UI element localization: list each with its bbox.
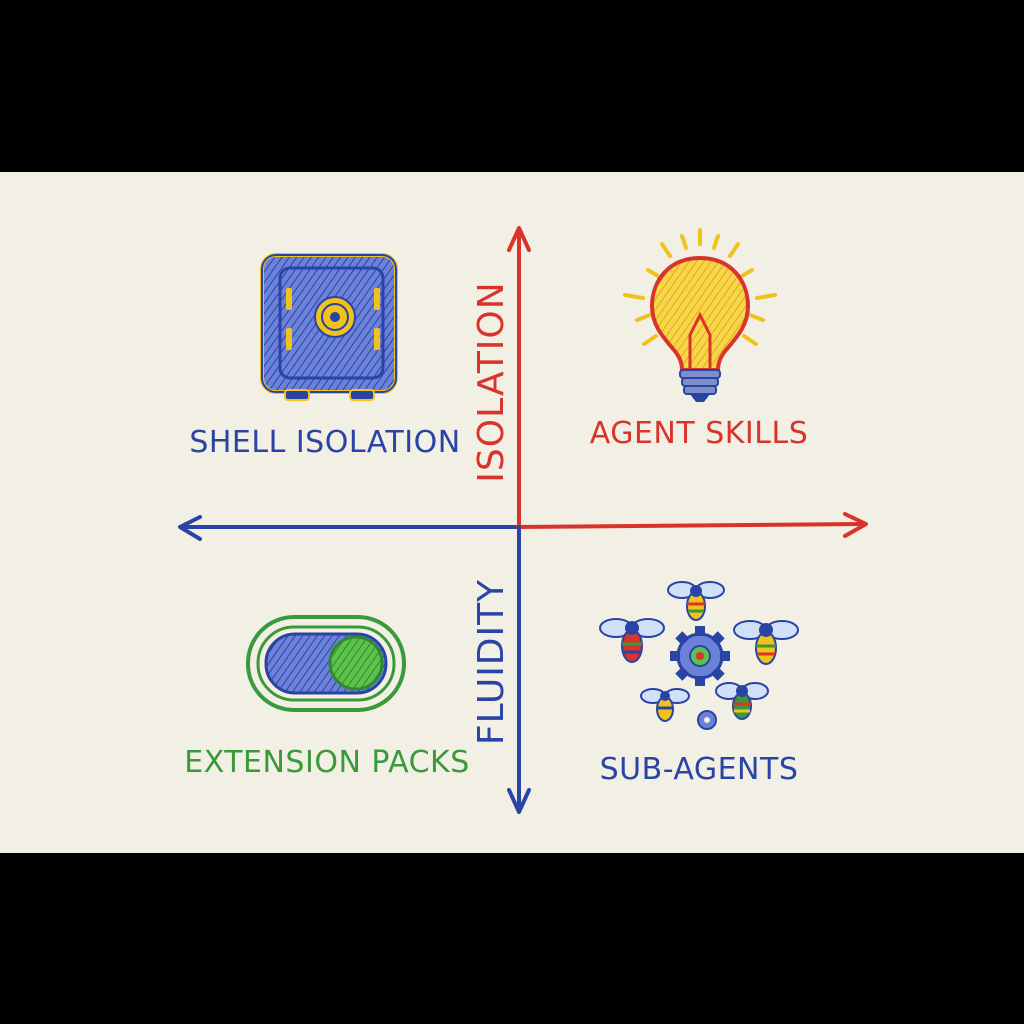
down-arrow-head — [507, 788, 531, 814]
sub-agents-label: SUB-AGENTS — [600, 752, 799, 787]
bee-icon — [715, 682, 769, 720]
horizontal-axis — [178, 512, 868, 541]
extension-packs-label: EXTENSION PACKS — [184, 745, 470, 780]
left-arrow-head — [178, 515, 202, 541]
safe-icon — [260, 253, 398, 401]
toggle-switch-icon — [246, 615, 406, 712]
bees-and-gears-icon — [599, 581, 799, 730]
right-arrow-head — [843, 512, 868, 538]
vertical-axis — [507, 226, 531, 814]
bee-icon — [599, 618, 665, 663]
shell-isolation-label: SHELL ISOLATION — [189, 425, 460, 460]
bee-icon — [733, 620, 799, 665]
paper-background — [0, 172, 1024, 853]
fluidity-axis-label: FLUIDITY — [471, 579, 512, 745]
agent-skills-label: AGENT SKILLS — [590, 416, 809, 451]
isolation-axis-label: ISOLATION — [471, 281, 512, 482]
lightbulb-icon — [623, 228, 777, 402]
bee-icon — [640, 688, 690, 722]
up-arrow-head — [507, 226, 531, 252]
bee-icon — [667, 581, 725, 621]
